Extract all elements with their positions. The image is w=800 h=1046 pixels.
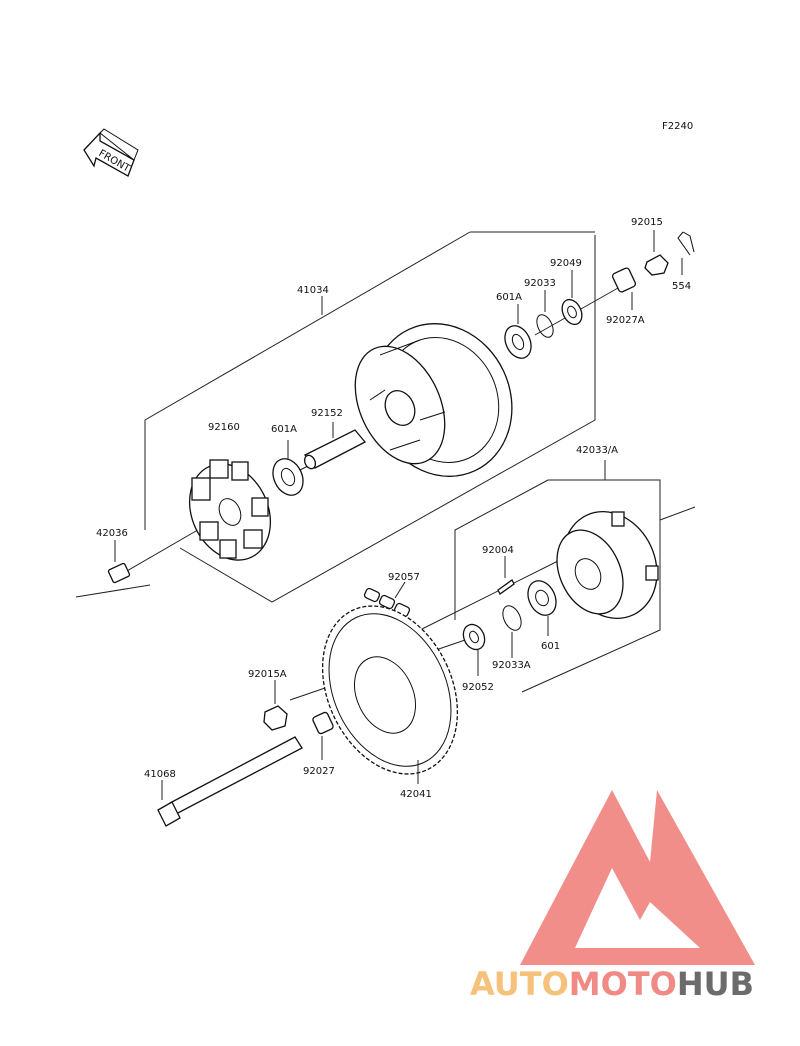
label-92033a: 92033A <box>492 660 531 671</box>
sprocket-carrier <box>556 510 659 620</box>
figure-code: F2240 <box>662 121 693 132</box>
wheel-assembly-frame <box>144 231 596 603</box>
label-92033: 92033 <box>524 278 556 289</box>
sprocket-carrier-frame <box>454 460 661 693</box>
seal-92052 <box>462 623 486 676</box>
watermark-logo <box>520 790 755 965</box>
label-92160: 92160 <box>208 422 240 433</box>
label-92152: 92152 <box>311 408 343 419</box>
rear-axle <box>157 736 303 827</box>
label-92027: 92027 <box>303 766 335 777</box>
rear-sprocket <box>321 605 459 784</box>
watermark-text: AUTOMOTOHUB <box>470 965 754 1003</box>
wheel-hub <box>354 323 513 477</box>
label-42036: 42036 <box>96 528 128 539</box>
circlip-92033a <box>502 605 522 658</box>
label-601a-left: 601A <box>271 424 297 435</box>
watermark-hub: HUB <box>677 965 754 1003</box>
label-42033a: 42033/A <box>576 445 618 456</box>
logo-triangle-icon <box>520 790 755 965</box>
collar-42036 <box>107 540 131 584</box>
label-92015a: 92015A <box>248 669 287 680</box>
label-92004: 92004 <box>482 545 514 556</box>
label-92052: 92052 <box>462 682 494 693</box>
hub-damper <box>188 459 272 561</box>
label-41068: 41068 <box>144 769 176 780</box>
label-41034: 41034 <box>297 285 329 296</box>
label-92015: 92015 <box>631 217 663 228</box>
bearing-601 <box>527 580 557 636</box>
axle-nut <box>263 680 288 731</box>
label-554: 554 <box>672 281 691 292</box>
label-92057: 92057 <box>388 572 420 583</box>
axle-spacer-tube <box>303 422 367 470</box>
stud-92004 <box>497 556 515 595</box>
part-labels: 41034 92160 601A 92152 42036 601A 92033 … <box>96 217 691 800</box>
right-bearing-group <box>504 230 695 359</box>
watermark-moto: MOTO <box>569 965 677 1003</box>
label-92049: 92049 <box>550 258 582 269</box>
bearing-601a-left <box>272 440 304 496</box>
watermark-auto: AUTO <box>470 965 569 1003</box>
label-42041: 42041 <box>400 789 432 800</box>
label-601: 601 <box>541 641 560 652</box>
front-arrow-icon: FRONT <box>83 128 139 177</box>
label-92027a: 92027A <box>606 315 645 326</box>
label-601a-right: 601A <box>496 292 522 303</box>
collar-92027 <box>312 711 334 760</box>
